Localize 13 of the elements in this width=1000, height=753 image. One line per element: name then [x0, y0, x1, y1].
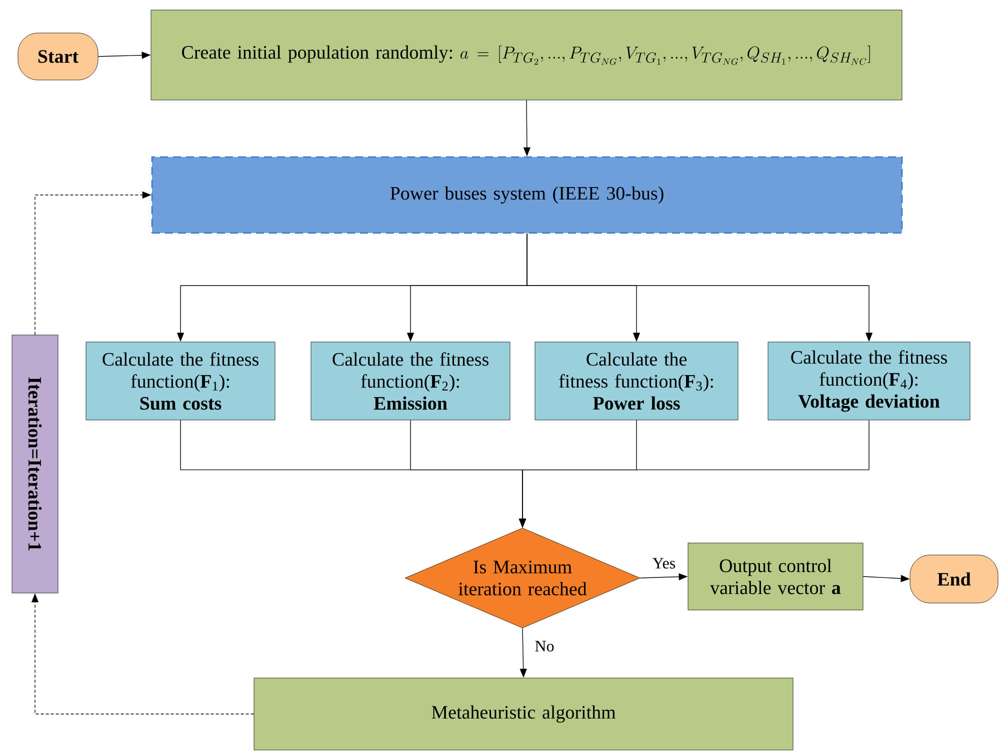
output-box: Output control variable vector a	[688, 542, 864, 610]
process-box: Create initial population randomly: $a=[P_{TG_2},...,P_{TG_{NG}},V_{TG_1},...,V_{TG_{NG}},Q_{SH_1},...,Q_{SH_{NC}}]$	[150, 10, 902, 100]
process-box: Metaheuristic algorithm	[254, 678, 794, 750]
terminal-box: End	[910, 554, 998, 604]
terminal-box: Start	[18, 32, 98, 80]
fitness-box: Calculate the fitness function(F$_{1}$): Sum costs	[86, 342, 276, 420]
system-box: Power buses system (IEEE 30-bus)	[151, 156, 903, 234]
iteration-box: Iteration=Iteration+1	[12, 334, 58, 594]
edge-label: Yes	[651, 556, 677, 570]
fitness-box: Calculate the fitness function(F$_{3}$): Power loss	[534, 342, 738, 420]
fitness-box: Calculate the fitness function(F$_{4}$): Voltage deviation	[768, 342, 970, 420]
fitness-box: Calculate the fitness function(F$_{2}$): Emission	[310, 342, 510, 420]
edge-label: No	[534, 640, 556, 653]
